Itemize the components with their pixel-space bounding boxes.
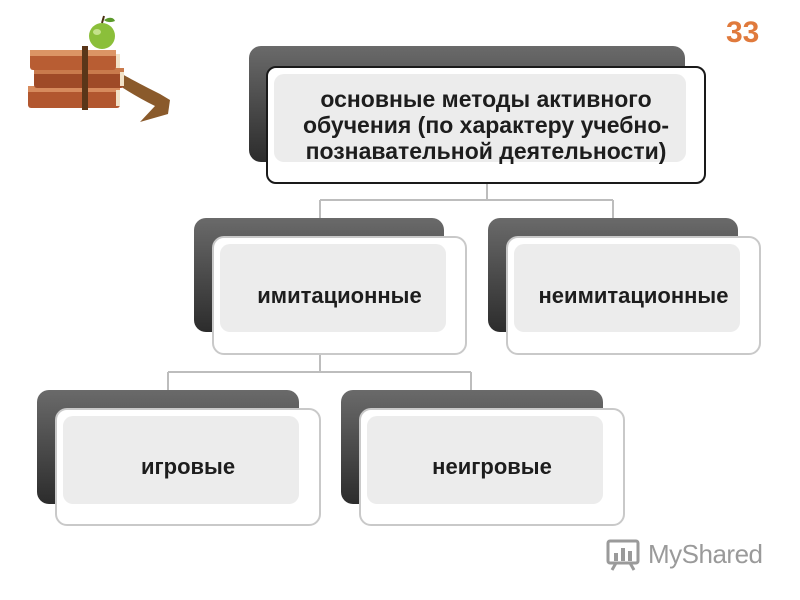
myshared-logo-icon bbox=[606, 539, 640, 571]
slide-number: 33 bbox=[726, 16, 760, 49]
node-non-imitation-label: неимитационные bbox=[538, 282, 729, 308]
node-imitation-label: имитационные bbox=[257, 282, 422, 308]
myshared-watermark: MyShared bbox=[606, 534, 776, 574]
node-game-label: игровые bbox=[140, 454, 236, 479]
node-non-game-label: неигровые bbox=[432, 454, 552, 479]
books-apple-icon bbox=[28, 15, 170, 122]
watermark-text: MyShared bbox=[648, 538, 763, 569]
root-node-label: основные методы активного обучения (по х… bbox=[302, 86, 670, 164]
